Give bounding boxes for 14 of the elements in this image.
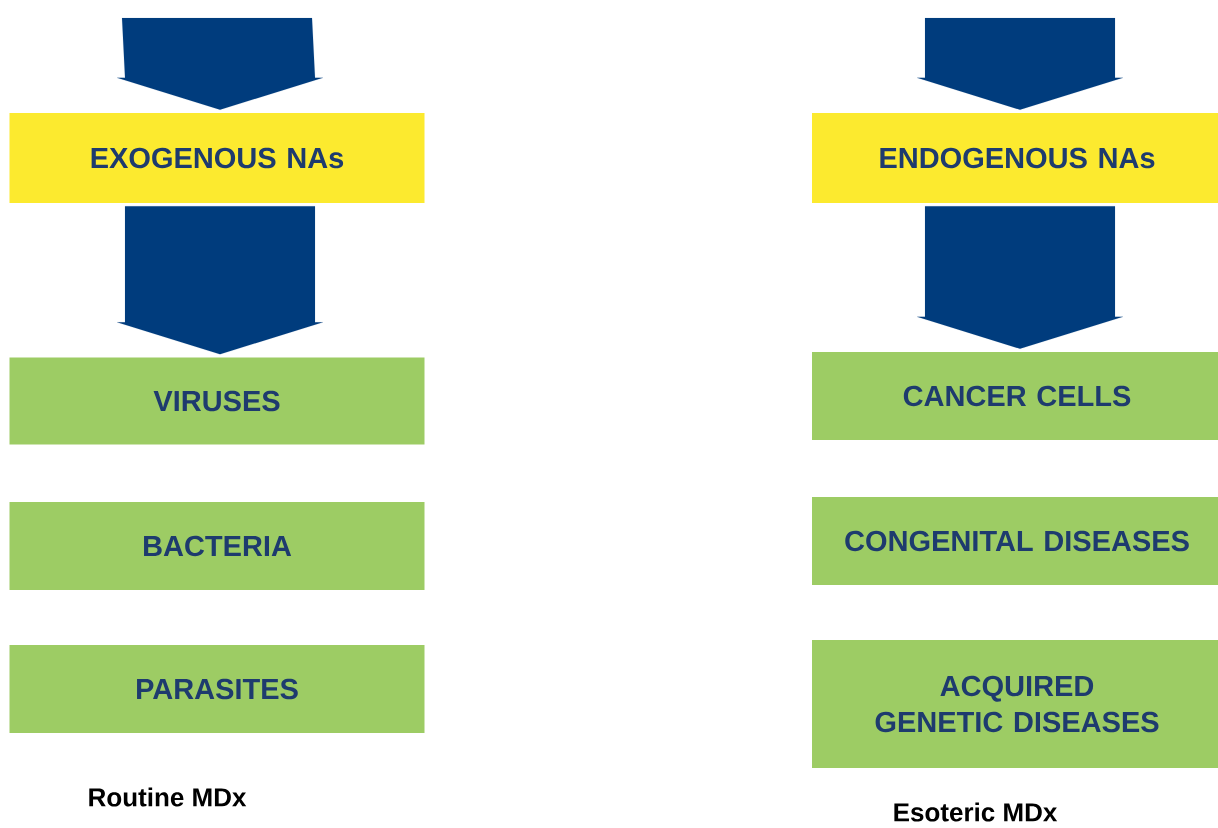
block-arrow	[116, 206, 324, 355]
block-arrow	[916, 206, 1124, 349]
category-box: CANCER CELLS	[812, 352, 1218, 440]
block-arrow	[916, 17, 1124, 110]
category-box: ACQUIRED GENETIC DISEASES	[812, 640, 1218, 768]
category-box: BACTERIA	[9, 502, 425, 590]
category-box: CONGENITAL DISEASES	[812, 497, 1218, 585]
category-box: VIRUSES	[9, 357, 425, 445]
caption-text: Esoteric MDx	[894, 802, 1058, 822]
highlight-box: EXOGENOUS NAs	[9, 113, 425, 203]
caption-text: Routine MDx	[89, 787, 247, 807]
block-arrow	[116, 17, 324, 110]
highlight-box: ENDOGENOUS NAs	[812, 113, 1218, 203]
category-box: PARASITES	[9, 645, 425, 733]
